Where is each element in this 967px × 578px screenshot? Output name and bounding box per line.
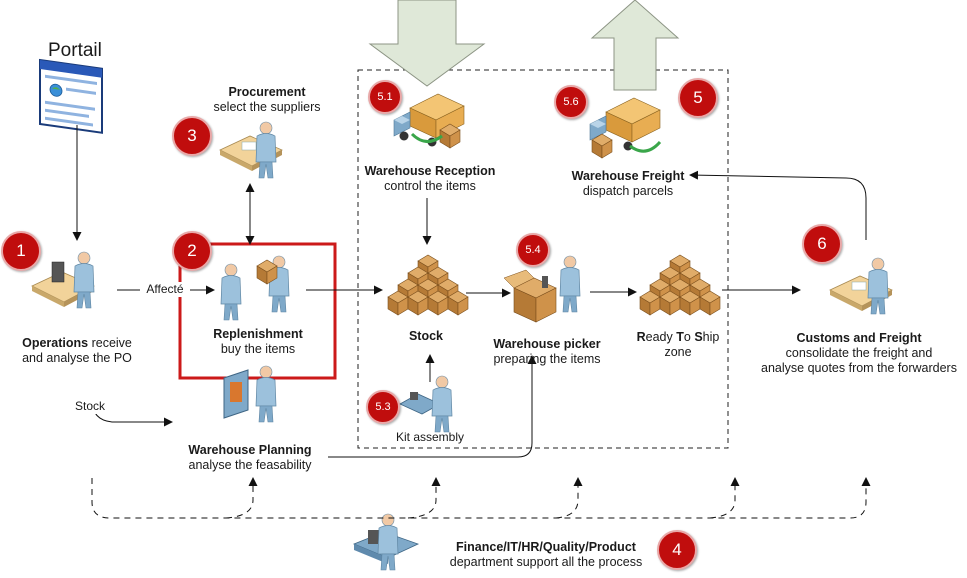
warehouse-boundary [357,69,729,449]
badge-1: 1 [1,231,41,271]
replenishment-subtitle: buy the items [220,342,296,356]
badge-2: 2 [172,231,212,271]
warehouse-picker-title: Warehouse picker [493,337,601,351]
badge-4: 4 [657,530,697,570]
edge-label-stock: Stock [68,399,112,414]
warehouse-planning-icon [223,365,277,423]
replenishment-highlight [178,242,337,380]
badge-5-1: 5.1 [368,80,402,114]
procurement-label: Procurement select the suppliers [196,85,338,115]
support-desk-icon [352,513,420,571]
warehouse-freight-subtitle: dispatch parcels [582,184,674,198]
replenishment-people-icon [220,255,290,321]
kit-assembly-icon [399,375,453,433]
badge-3: 3 [172,116,212,156]
warehouse-reception-subtitle: control the items [384,179,476,193]
picker-icon [503,255,581,323]
support-label: Finance/IT/HR/Quality/Product department… [432,540,660,570]
stock-boxes-icon [388,255,468,315]
rts-s: S [694,330,703,344]
rts-hip: hip [702,330,720,344]
customs-desk-icon [829,257,893,315]
stock-label: Stock [396,329,456,344]
procurement-subtitle: select the suppliers [213,100,321,114]
rts-o: o [683,330,695,344]
badge-5-3: 5.3 [366,390,400,424]
warehouse-reception-label: Warehouse Reception control the items [358,164,502,194]
edge-label-affecte: Affecté [140,282,190,297]
badge-6: 6 [802,224,842,264]
support-dashed-arrows [91,477,871,519]
rts-r: R [636,330,646,344]
portal-title: Portail [48,40,102,61]
freight-truck-icon [589,97,662,159]
badge-5: 5 [678,78,718,118]
warehouse-freight-title: Warehouse Freight [571,169,685,183]
operations-line1: receive [88,336,132,350]
warehouse-planning-subtitle: analyse the feasability [188,458,312,472]
operations-label: Operations receive and analyse the PO [12,336,142,366]
operations-line2: and analyse the PO [22,351,132,365]
warehouse-picker-subtitle: preparing the items [493,352,601,366]
replenishment-label: Replenishment buy the items [190,327,326,357]
customs-line2: analyse quotes from the forwarders [761,361,957,375]
portal-window-icon [39,58,103,134]
replenishment-title: Replenishment [213,327,303,341]
warehouse-picker-label: Warehouse picker preparing the items [482,337,612,367]
customs-title: Customs and Freight [796,331,922,345]
outbound-arrow [590,0,680,91]
customs-line1: consolidate the freight and [785,346,933,360]
customs-label: Customs and Freight consolidate the frei… [752,331,966,376]
rts-eady: eady [645,330,677,344]
kit-assembly-label: Kit assembly [395,430,465,444]
inbound-arrow [368,0,486,87]
warehouse-reception-title: Warehouse Reception [364,164,496,178]
rts-t: T [676,330,684,344]
procurement-title: Procurement [228,85,306,99]
operations-title: Operations [22,336,89,350]
reception-truck-icon [393,93,465,149]
warehouse-planning-title: Warehouse Planning [188,443,312,457]
operations-desk-icon [31,251,95,309]
warehouse-freight-label: Warehouse Freight dispatch parcels [558,169,698,199]
warehouse-planning-label: Warehouse Planning analyse the feasabili… [168,443,332,473]
rts-zone: zone [664,345,692,359]
ready-to-ship-boxes-icon [640,255,720,315]
flow-arrows [72,125,867,458]
badge-5-4: 5.4 [516,233,550,267]
stock-title: Stock [408,329,444,343]
support-title: Finance/IT/HR/Quality/Product [456,540,636,554]
ready-to-ship-label: Ready To Ship zone [624,330,732,360]
procurement-desk-icon [219,121,283,179]
support-subtitle: department support all the process [449,555,643,569]
badge-5-6: 5.6 [554,85,588,119]
